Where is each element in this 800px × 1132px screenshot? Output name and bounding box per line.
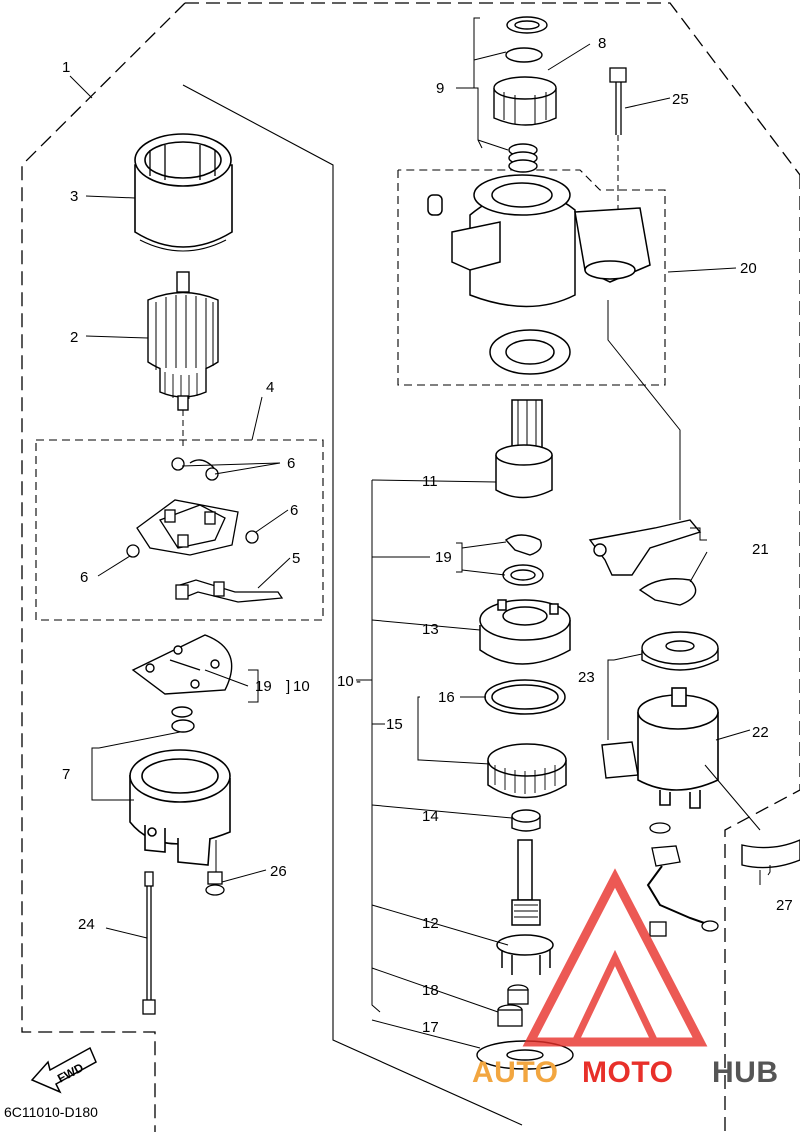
- label-part-15: 15: [386, 716, 403, 733]
- label-part-13: 13: [422, 621, 439, 638]
- part-19-clip-center: [502, 534, 544, 586]
- label-part-1: 1: [62, 59, 70, 76]
- part-2-armature: [147, 271, 219, 450]
- label-part-19b: 19: [435, 549, 452, 566]
- part-7-end-cover: [129, 749, 231, 880]
- part-26-screw: [205, 871, 225, 896]
- label-part-14: 14: [422, 808, 439, 825]
- label-part-22: 22: [752, 724, 769, 741]
- group-4-dashed-box: [35, 439, 324, 621]
- part-12-planet-carrier: [496, 839, 554, 975]
- part-23-cover: [601, 631, 719, 779]
- automotohub-watermark: AUTO MOTO HUB: [472, 1056, 779, 1089]
- label-part-6b: 6: [290, 502, 298, 519]
- label-part-26: 26: [270, 863, 287, 880]
- label-part-18: 18: [422, 982, 439, 999]
- part-10-outline: [182, 84, 523, 1126]
- label-part-10a: 10: [293, 678, 310, 695]
- part-20-front-bracket: [427, 174, 651, 375]
- label-part-3: 3: [70, 188, 78, 205]
- part-14-bearing: [511, 809, 541, 832]
- part-25-bolt: [609, 67, 627, 240]
- bracket-10-glyph: ]: [286, 678, 290, 695]
- automotohub-logo: [522, 868, 708, 1047]
- leader-lines: [69, 17, 771, 1049]
- part-11-shaft: [495, 399, 553, 499]
- label-part-11: 11: [422, 473, 438, 490]
- part-24-through-bolt: [142, 871, 156, 1015]
- part-22-solenoid: [637, 687, 719, 809]
- label-part-6a: 6: [287, 455, 295, 472]
- label-part-7: 7: [62, 766, 70, 783]
- label-part-4: 4: [266, 379, 274, 396]
- label-part-21: 21: [752, 541, 769, 558]
- part-number-labels: 1 2 3 4 5 6 6 6 7 8 9 10 10 11 12 13 14 …: [62, 35, 793, 1036]
- part-15-16-ring-gear: [484, 679, 567, 799]
- label-part-27: 27: [776, 897, 793, 914]
- label-part-12: 12: [422, 915, 439, 932]
- part-21-shift-lever: [588, 519, 702, 606]
- solenoid-hardware: [646, 822, 719, 937]
- watermark-hub: HUB: [712, 1056, 779, 1089]
- group-20-dashed-box: [397, 169, 666, 386]
- label-part-6c: 6: [80, 569, 88, 586]
- part-27-band: [741, 839, 800, 869]
- label-part-16: 16: [438, 689, 455, 706]
- label-part-23: 23: [578, 669, 595, 686]
- dash-10-glyph: -: [356, 673, 361, 690]
- part-18-planet-gears: [497, 984, 529, 1027]
- part-4-brush-holder: [126, 457, 284, 603]
- part-3-yoke: [134, 133, 233, 252]
- label-part-2: 2: [70, 329, 78, 346]
- diagram-code: 6C11010-D180: [4, 1104, 98, 1120]
- part-17-washer: [476, 1040, 574, 1070]
- fwd-arrow: FWD: [30, 1046, 97, 1094]
- part-8-9-pinion-stack: [493, 16, 557, 173]
- label-part-10b: 10: [337, 673, 354, 690]
- label-part-24: 24: [78, 916, 95, 933]
- part-19-plate-left: [131, 634, 233, 733]
- label-part-20: 20: [740, 260, 757, 277]
- label-part-5: 5: [292, 550, 300, 567]
- label-part-9: 9: [436, 80, 444, 97]
- label-part-17: 17: [422, 1019, 439, 1036]
- label-part-8: 8: [598, 35, 606, 52]
- assembly-outline-1: [21, 2, 800, 1132]
- label-part-19a: 19: [255, 678, 272, 695]
- label-part-25: 25: [672, 91, 689, 108]
- watermark-auto: AUTO: [472, 1056, 558, 1089]
- watermark-moto: MOTO: [582, 1056, 673, 1089]
- part-13-gear-housing: [479, 599, 571, 665]
